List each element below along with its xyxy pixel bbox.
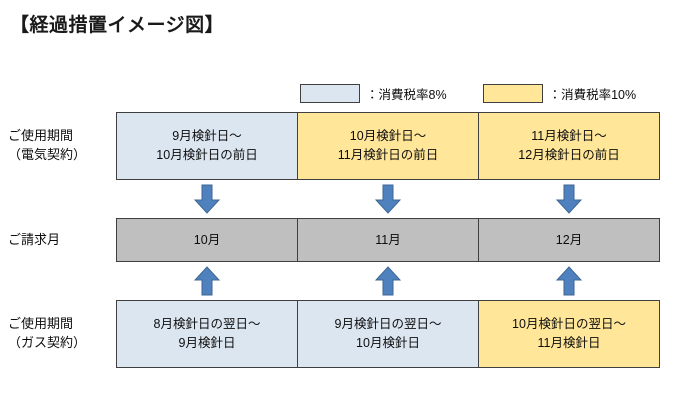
gas-cell-2-line2: 10月検針日 [356,336,420,350]
electric-cells: 9月検針日～ 10月検針日の前日 10月検針日～ 11月検針日の前日 11月検針… [116,112,660,180]
transition-measure-diagram: ご使用期間 （電気契約） 9月検針日～ 10月検針日の前日 10月検針日～ 11… [0,112,680,368]
electric-cell-2: 10月検針日～ 11月検針日の前日 [298,113,479,179]
billing-cell-3: 12月 [479,219,659,261]
up-arrow-1 [193,266,220,296]
legend-item-rate8: ：消費税率8% [300,84,447,103]
billing-cell-1-label: 10月 [193,232,221,247]
row-label-electric-line2: （電気契約） [8,147,87,162]
gas-cell-3-line1: 10月検針日の翌日～ [512,317,626,332]
electric-cell-3: 11月検針日～ 12月検針日の前日 [479,113,659,179]
gas-cell-2-line1: 9月検針日の翌日～ [334,317,442,332]
down-arrow-2 [374,184,401,214]
rate10-swatch [482,84,543,103]
gas-cell-1-line1: 8月検針日の翌日～ [153,317,261,332]
row-label-gas-line1: ご使用期間 [8,316,74,332]
row-label-electric: ご使用期間 （電気契約） [0,112,116,180]
electric-cell-1-line1: 9月検針日～ [172,129,242,144]
up-arrow-3 [556,266,583,296]
row-label-gas-line2: （ガス契約） [8,335,87,350]
legend: ：消費税率8% ：消費税率10% [300,84,636,103]
down-arrow-slot-1 [116,180,297,218]
gas-cell-3: 10月検針日の翌日～ 11月検針日 [479,301,659,367]
billing-cells: 10月 11月 12月 [116,218,660,262]
electric-cell-1: 9月検針日～ 10月検針日の前日 [117,113,298,179]
up-arrow-slot-2 [297,262,478,300]
electric-cell-1-line2: 10月検針日の前日 [156,148,258,162]
electric-cell-3-line1: 11月検針日～ [531,129,607,144]
gas-cell-3-line2: 11月検針日 [537,336,601,350]
electric-cell-2-line1: 10月検針日～ [349,129,427,144]
row-billing-month: ご請求月 10月 11月 12月 [0,218,680,262]
row-label-billing: ご請求月 [0,218,116,262]
down-arrow-3 [556,184,583,214]
down-arrow-1 [193,184,220,214]
billing-cell-3-label: 12月 [555,232,583,247]
down-arrow-slot-3 [479,180,660,218]
row-label-gas: ご使用期間 （ガス契約） [0,300,116,368]
up-arrow-slot-3 [479,262,660,300]
row-electric-usage-period: ご使用期間 （電気契約） 9月検針日～ 10月検針日の前日 10月検針日～ 11… [0,112,680,180]
up-arrow-slot-1 [116,262,297,300]
billing-cell-1: 10月 [117,219,298,261]
legend-label-rate10: ：消費税率10% [548,88,637,102]
billing-cell-2: 11月 [298,219,479,261]
electric-cell-2-line2: 11月検針日の前日 [337,148,439,162]
gas-cells: 8月検針日の翌日～ 9月検針日 9月検針日の翌日～ 10月検針日 10月検針日の… [116,300,660,368]
gas-cell-2: 9月検針日の翌日～ 10月検針日 [298,301,479,367]
row-label-billing-line1: ご請求月 [8,231,61,247]
up-arrow-2 [374,266,401,296]
gas-cell-1: 8月検針日の翌日～ 9月検針日 [117,301,298,367]
rate8-swatch [300,84,360,103]
billing-cell-2-label: 11月 [375,232,401,247]
down-arrow-strip [116,180,660,218]
row-label-electric-line1: ご使用期間 [8,128,74,144]
gas-cell-1-line2: 9月検針日 [178,336,236,350]
up-arrow-strip [116,262,660,300]
legend-item-rate10: ：消費税率10% [482,84,637,103]
page-title: 【経過措置イメージ図】 [10,15,225,36]
legend-label-rate8: ：消費税率8% [366,88,447,102]
row-gas-usage-period: ご使用期間 （ガス契約） 8月検針日の翌日～ 9月検針日 9月検針日の翌日～ 1… [0,300,680,368]
electric-cell-3-line2: 12月検針日の前日 [518,148,620,162]
down-arrow-slot-2 [297,180,478,218]
